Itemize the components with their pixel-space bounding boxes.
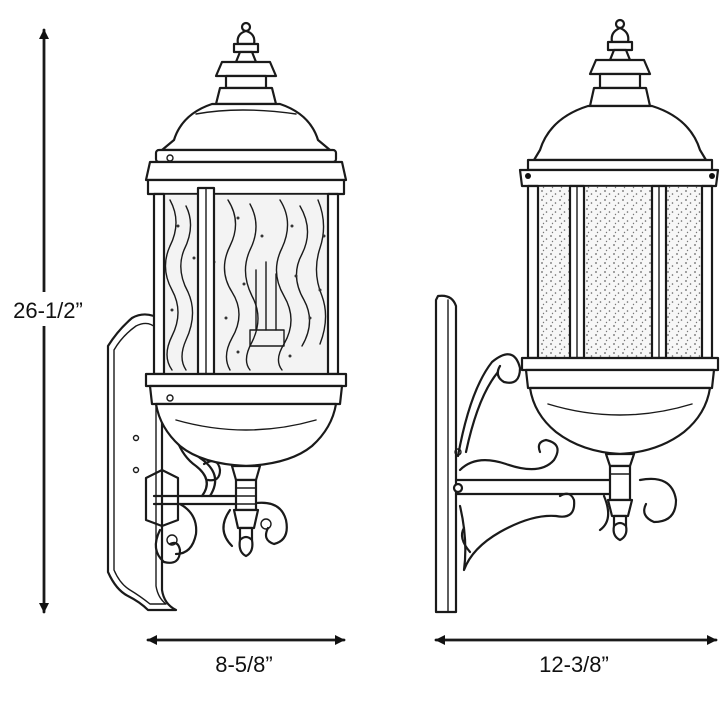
front-bowl: [154, 402, 338, 468]
front-roof: [160, 102, 332, 152]
side-roof: [532, 104, 708, 162]
front-view-lantern: [106, 21, 348, 612]
side-view-lantern: [434, 18, 720, 614]
side-scroll-arm: [452, 353, 678, 572]
side-width-dimension: 12-3/8”: [434, 635, 718, 677]
side-glass-cage: [526, 184, 714, 360]
front-width-dimension: 8-5/8”: [146, 635, 346, 677]
front-bottom-finial: [230, 464, 262, 558]
side-finial: [588, 18, 652, 108]
front-finial: [214, 21, 278, 106]
height-dimension: 26-1/2”: [4, 28, 96, 614]
front-width-label: 8-5/8”: [215, 652, 272, 677]
side-backplate: [434, 294, 458, 614]
front-glass-cage: [152, 186, 340, 376]
side-width-label: 12-3/8”: [539, 652, 609, 677]
side-bottom-finial: [604, 452, 636, 542]
height-label: 26-1/2”: [13, 298, 83, 323]
side-bowl: [528, 386, 712, 456]
